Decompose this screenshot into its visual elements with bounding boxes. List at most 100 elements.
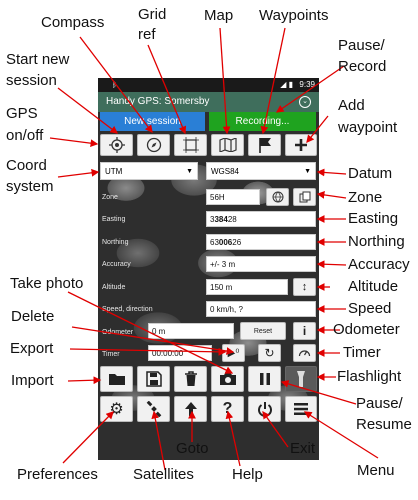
annotation-accuracy: Accuracy [348, 256, 410, 273]
updown-icon: ↕ [301, 281, 308, 293]
easting-bold: 384 [214, 215, 228, 224]
folder-icon [108, 374, 125, 385]
annotation-gps-2: on/off [6, 127, 44, 144]
flag-icon [258, 138, 271, 153]
status-bar: ᛒ ◢ ▮ 9:39 [98, 78, 319, 92]
annotation-coord-system-1: Coord [6, 157, 47, 174]
export-button[interactable] [137, 366, 170, 392]
status-time: 9:39 [299, 80, 315, 89]
copy-button[interactable] [293, 188, 316, 206]
delete-button[interactable] [174, 366, 207, 392]
globe-button[interactable] [266, 188, 289, 206]
speed-gauge-button[interactable] [293, 344, 316, 362]
preferences-button[interactable]: ⚙ [100, 396, 133, 422]
arrow-up-icon [184, 402, 197, 416]
compass-icon [146, 137, 161, 153]
grid-icon [182, 137, 199, 153]
datum-select[interactable]: WGS84 ▼ [206, 162, 316, 180]
annotation-grid-ref-2: ref [138, 26, 156, 43]
copy-icon [299, 191, 310, 203]
menu-icon [294, 403, 308, 415]
annotation-gps-1: GPS [6, 105, 38, 122]
datum-value: WGS84 [211, 167, 240, 176]
northing-label: Northing [102, 239, 129, 246]
annotation-grid-ref-1: Grid [138, 6, 167, 23]
altitude-field: 150 m [206, 279, 288, 295]
easting-pre: 3 [210, 215, 215, 224]
annotation-menu: Menu [357, 462, 395, 479]
northing-post: 26 [232, 238, 242, 247]
annotation-pause-resume-1: Pause/ [356, 395, 403, 412]
annotation-take-photo: Take photo [10, 275, 84, 292]
app-title: Handy GPS: Somersby [106, 96, 210, 107]
phone-screen: ᛒ ◢ ▮ 9:39 Handy GPS: Somersby ⌄ New ses… [98, 78, 319, 460]
recording-button[interactable]: Recording... [209, 112, 316, 131]
zone-field[interactable]: 56H [206, 189, 260, 205]
info-button[interactable]: i [293, 322, 316, 340]
easting-field[interactable]: 338428 [206, 211, 316, 227]
northing-bold: 006 [218, 238, 233, 247]
timer-label: Timer [102, 351, 120, 358]
annotation-coord-system-2: system [6, 178, 54, 195]
northing-field[interactable]: 6300626 [206, 234, 316, 250]
dropdown-arrow-icon: ▼ [186, 168, 193, 175]
annotation-export: Export [10, 340, 54, 357]
annotation-speed: Speed [348, 300, 392, 317]
altitude-label: Altitude [102, 284, 126, 291]
dropdown-arrow-icon: ▼ [304, 168, 311, 175]
annotation-datum: Datum [348, 165, 393, 182]
annotation-pause-resume-2: Resume [356, 416, 412, 433]
annotation-exit: Exit [290, 440, 316, 457]
info-icon: i [302, 324, 307, 338]
accuracy-field: +/- 3 m [206, 256, 316, 272]
crosshair-icon [108, 137, 125, 153]
flashlight-icon [297, 371, 305, 387]
annotation-delete: Delete [11, 308, 55, 325]
map-button[interactable] [211, 134, 244, 156]
annotation-satellites: Satellites [133, 466, 194, 483]
annotation-import: Import [11, 372, 54, 389]
pause-resume-button[interactable] [248, 366, 281, 392]
question-icon: ? [222, 400, 233, 417]
easting-label: Easting [102, 216, 126, 223]
waypoints-button[interactable] [248, 134, 281, 156]
annotation-easting: Easting [348, 210, 399, 227]
altitude-toggle-button[interactable]: ↕ [293, 278, 316, 296]
coord-system-select[interactable]: UTM ▼ [100, 162, 198, 180]
annotation-map: Map [204, 7, 234, 24]
grid-ref-button[interactable] [174, 134, 207, 156]
import-button[interactable] [100, 366, 133, 392]
annotation-preferences: Preferences [17, 466, 98, 483]
trash-icon [184, 371, 197, 386]
easting-post: 28 [227, 215, 237, 224]
signal-icon: ◢ ▮ [280, 80, 293, 89]
chevron-down-icon[interactable]: ⌄ [299, 96, 311, 108]
map-icon [218, 138, 237, 152]
compass-button[interactable] [137, 134, 170, 156]
odometer-label: Odometer [102, 329, 134, 336]
pause-icon [259, 373, 270, 385]
timer-reset-button[interactable]: ↻ [258, 344, 281, 362]
gauge-icon [298, 350, 311, 357]
goto-button[interactable] [174, 396, 207, 422]
annotation-add-waypoint-2: waypoint [338, 119, 398, 136]
reset-button[interactable]: Reset [240, 322, 286, 340]
refresh-icon: ↻ [264, 346, 275, 360]
title-bar: Handy GPS: Somersby ⌄ [98, 92, 319, 112]
annotation-odometer: Odometer [333, 321, 400, 338]
annotation-flashlight: Flashlight [337, 368, 402, 385]
camera-icon [219, 373, 236, 385]
annotation-help: Help [232, 466, 263, 483]
bluetooth-icon: ᛒ [112, 80, 117, 89]
annotation-start-session-2: session [6, 72, 57, 89]
annotation-pause-record-2: Record [338, 58, 387, 75]
annotation-northing: Northing [348, 233, 405, 250]
coord-system-value: UTM [105, 167, 123, 176]
northing-pre: 63 [210, 238, 219, 247]
annotation-goto: Goto [176, 440, 209, 457]
speed-field: 0 km/h, ? [206, 301, 316, 317]
annotation-pause-record-1: Pause/ [338, 37, 385, 54]
gps-toggle-button[interactable] [100, 134, 133, 156]
speed-label: Speed, direction [102, 306, 153, 313]
